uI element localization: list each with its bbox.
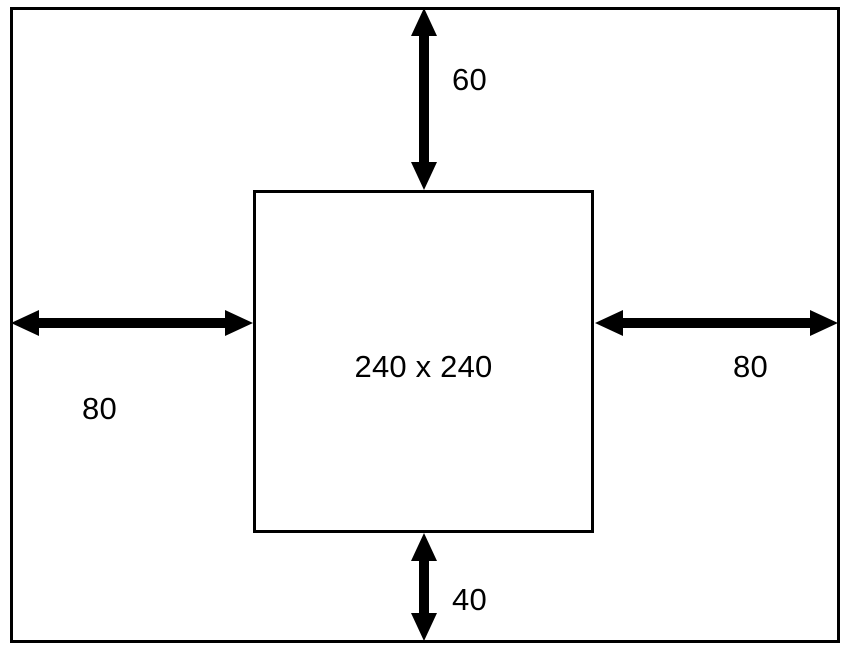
inner-shape-label: 240 x 240 — [354, 349, 493, 384]
dimension-arrow-right — [595, 310, 838, 336]
dimension-label-left: 80 — [82, 391, 117, 426]
dimension-label-bottom: 40 — [452, 582, 487, 617]
dimension-arrow-left — [11, 310, 253, 336]
dimension-arrow-bottom — [411, 533, 437, 641]
arrowhead-right-icon — [39, 310, 253, 336]
dimension-label-right: 80 — [733, 349, 768, 384]
arrowhead-right-icon — [623, 310, 838, 336]
inner-shape-rect — [253, 190, 594, 533]
dimension-label-top: 60 — [452, 62, 487, 97]
arrowhead-down-icon — [411, 561, 437, 641]
dimension-arrow-top — [411, 8, 437, 190]
arrowhead-down-icon — [411, 36, 437, 190]
